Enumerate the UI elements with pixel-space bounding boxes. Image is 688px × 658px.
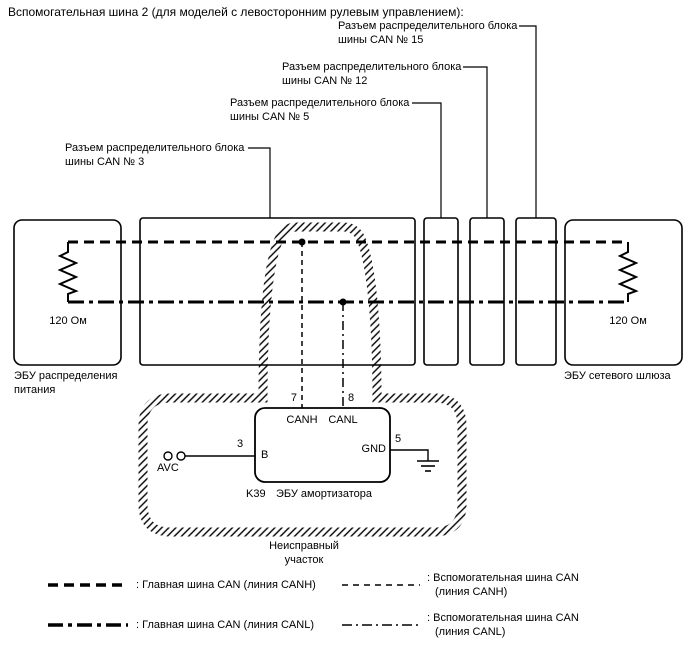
canh-pin-name: CANH [286,414,318,426]
absorber-ecu-code: K39 [246,488,266,500]
avc-connector-circle-2 [176,451,186,461]
legend-main-canh-label: : Главная шина CAN (линия CANH) [136,579,316,591]
can-junction-3-box [139,217,416,366]
avc-connector-circle-1 [163,451,173,461]
leader-line-can15 [519,25,537,218]
canh-junction-dot [298,238,306,246]
terminator-resistor-right [617,242,639,302]
pin-3-label: 3 [237,438,244,450]
leader-line-can5 [412,102,442,218]
gateway-ecu-box [564,219,683,366]
can-junction-12-box [469,217,505,366]
terminator-resistor-left [57,242,79,302]
connector-label-can3: Разъем распределительного блока шины CAN… [65,142,245,168]
absorber-ecu-name: ЭБУ амортизатора [276,488,372,500]
connector-label-can5: Разъем распределительного блока шины CAN… [230,97,410,123]
ground-lead-line [390,449,429,461]
ground-symbol [417,460,439,472]
pin-8-label: 8 [348,392,355,404]
leader-line-can12 [463,66,488,218]
connector-label-can12: Разъем распределительного блока шины CAN… [282,61,462,87]
faulty-section-label: Неисправный участок [269,540,339,566]
page-title: Вспомогательная шина 2 (для моделей с ле… [8,5,464,19]
pin-7-label: 7 [290,392,297,404]
canl-pin-name: CANL [328,414,358,426]
legend-aux-canh-label-line1: : Вспомогательная шина CAN [427,572,579,584]
connector-label-can15: Разъем распределительного блока шины CAN… [338,20,518,46]
faulty-section-outline [138,222,467,537]
gateway-ecu-label: ЭБУ сетевого шлюза [564,370,671,382]
absorber-ecu-box [254,407,391,483]
terminator-right-value: 120 Ом [609,315,647,327]
leader-line-can3 [248,147,271,218]
power-distribution-ecu-label: ЭБУ распределения питания [14,370,118,396]
can-junction-5-box [423,217,459,366]
legend-aux-canl-label-line2: (линия CANL) [435,626,506,638]
can-junction-15-box [515,217,557,366]
legend-aux-canh-label-line2: (линия CANH) [435,586,508,598]
legend-aux-canl-label-line1: : Вспомогательная шина CAN [427,612,579,624]
legend-main-canl-label: : Главная шина CAN (линия CANL) [136,619,314,631]
terminator-left-value: 120 Ом [49,315,87,327]
power-distribution-ecu-box [13,219,122,366]
gnd-pin-name: GND [361,443,386,455]
canl-junction-dot [339,298,347,306]
pin-5-label: 5 [395,433,402,445]
avc-label: AVC [157,462,179,474]
b-pin-name: B [261,449,269,461]
